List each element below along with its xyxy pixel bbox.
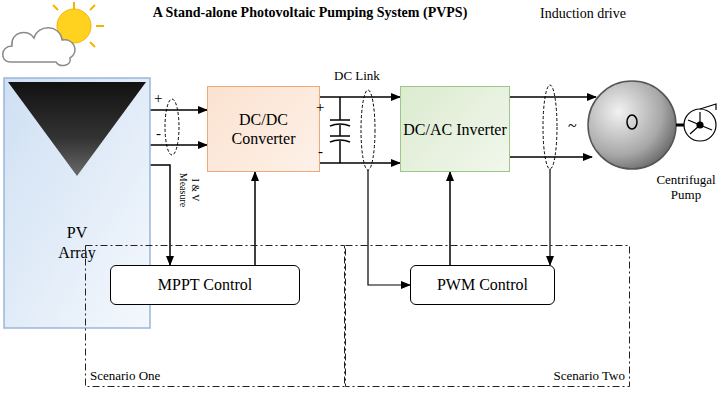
sense-loop [543, 85, 557, 169]
control-box: PWM Control [410, 265, 555, 305]
wire-connector [320, 96, 400, 98]
dash-outline [86, 246, 345, 387]
sense-loop [165, 99, 179, 155]
scenario-region: Scenario One MPPT Control [85, 245, 345, 387]
measure-label: I & V Measure [177, 167, 201, 213]
pump-label: Centrifugal Pump [650, 172, 722, 202]
dc-link-capacitor [330, 97, 350, 163]
induction-motor [588, 81, 676, 169]
drive-label: Induction drive [540, 6, 626, 22]
region-label: Scenario Two [554, 368, 625, 384]
ac-mark: ~ [568, 117, 577, 135]
sense-loop [361, 90, 375, 170]
wire-connector [150, 144, 207, 146]
dash-outline [346, 246, 630, 387]
sense-line [368, 170, 410, 285]
pv-triangle [8, 82, 146, 176]
wire-connector [150, 109, 207, 111]
diagram-title: A Stand-alone Photovoltaic Pumping Syste… [150, 4, 470, 21]
inverter-box: DC/AC Inverter [400, 86, 510, 172]
cloud-icon [3, 28, 75, 66]
polarity-mark: - [156, 125, 161, 142]
region-label: Scenario One [90, 368, 160, 384]
dc-link-label: DC Link [334, 68, 380, 84]
scenario-region: Scenario Two PWM Control [345, 245, 630, 387]
wire-connector [150, 165, 170, 265]
node-label: DC/DC Converter [208, 110, 319, 148]
wire-connector [449, 172, 451, 265]
wire-connector [254, 172, 256, 265]
polarity-mark: + [154, 90, 162, 107]
sense-line [549, 169, 550, 265]
node-label: PWM Control [437, 276, 528, 294]
node-label: MPPT Control [158, 276, 252, 294]
control-box: MPPT Control [110, 265, 300, 305]
node-label: DC/AC Inverter [403, 120, 507, 139]
polarity-mark: + [316, 99, 324, 116]
converter-box: DC/DC Converter [207, 86, 320, 172]
motor-wire [500, 97, 596, 157]
node-label: PV Array [47, 223, 107, 263]
polarity-mark: - [318, 143, 323, 160]
centrifugal-pump [676, 104, 716, 141]
wire-connector [320, 162, 400, 164]
